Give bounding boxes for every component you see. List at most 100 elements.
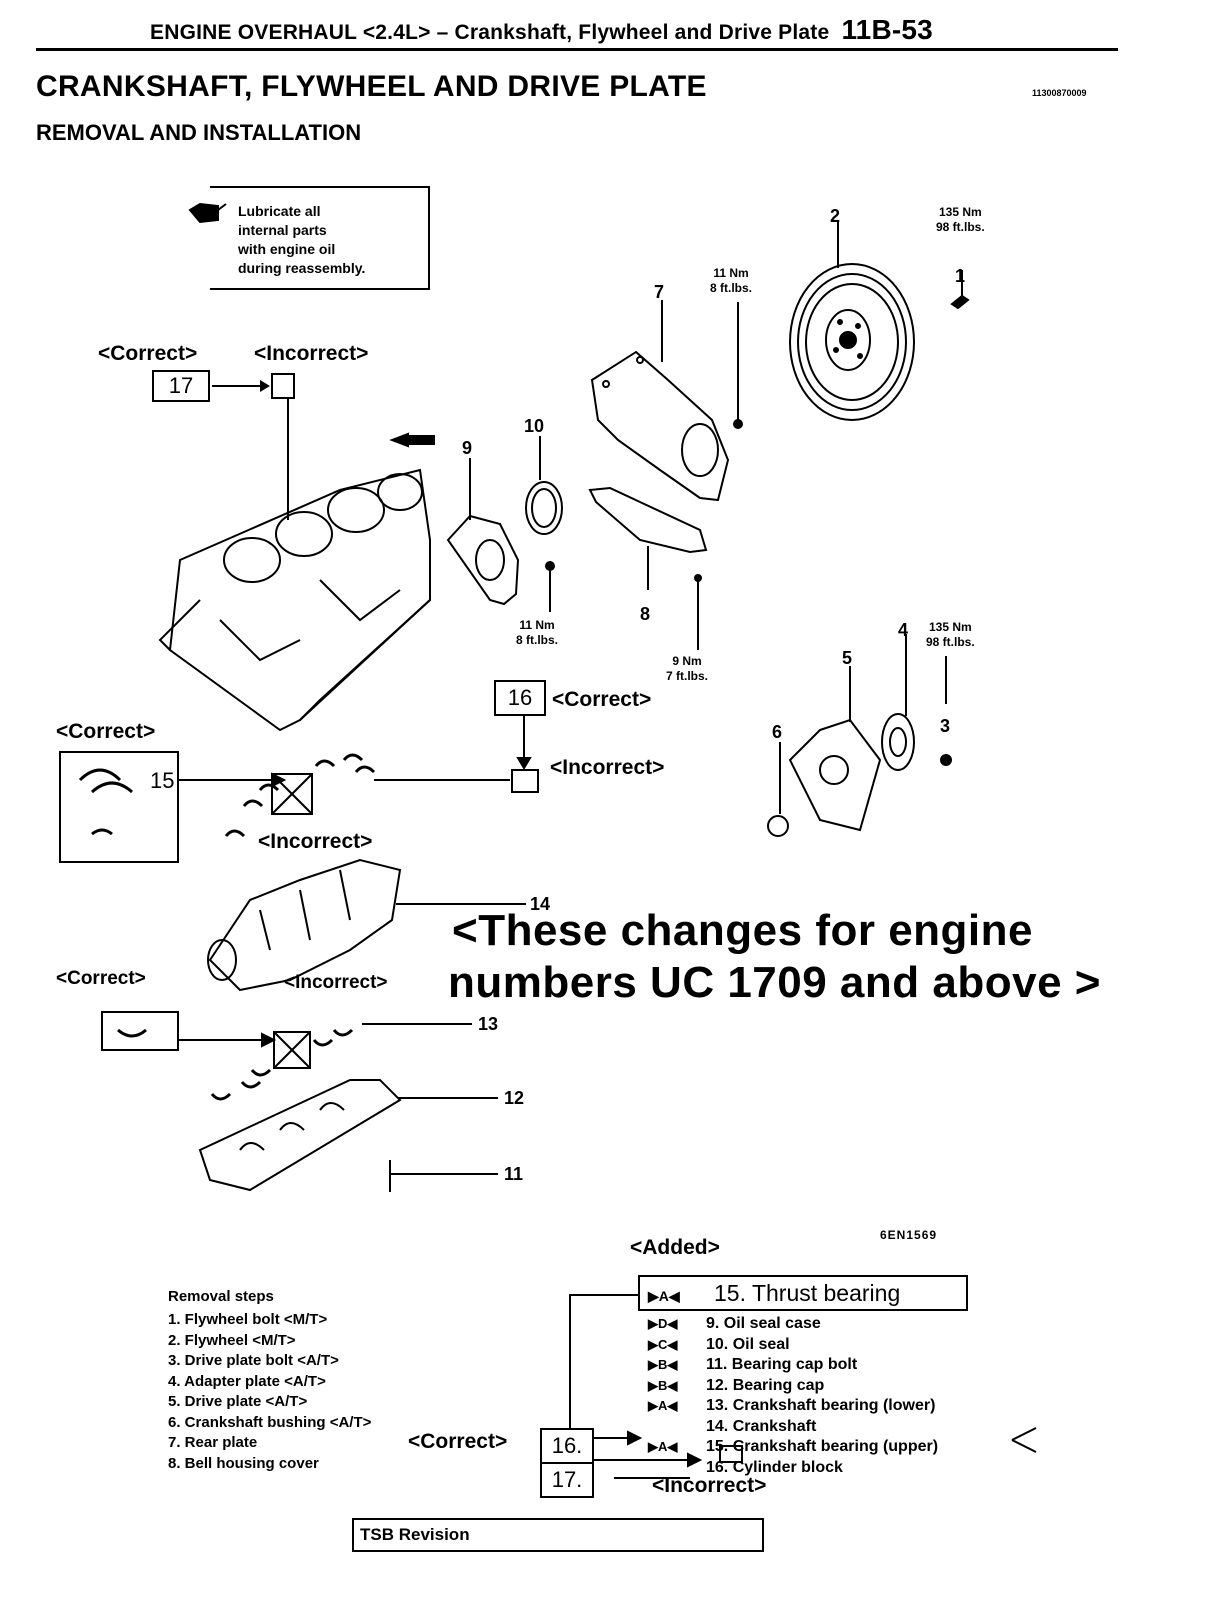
torque-drive-plate-bolt: 135 Nm 98 ft.lbs. (926, 620, 975, 649)
removal-step: 4. Adapter plate <A/T> (168, 1372, 326, 1390)
label-incorrect-16: <Incorrect> (550, 756, 665, 779)
removal-step: 1. Flywheel bolt <M/T> (168, 1311, 328, 1328)
oil-can-icon (188, 202, 227, 224)
removal-steps-left: 1. Flywheel bolt <M/T> 2. Flywheel <M/T>… (168, 1310, 371, 1474)
arrow-17-to-incorrect (212, 373, 295, 399)
upper-bearings-drawing (224, 753, 376, 838)
torque-rear-plate-bolt: 11 Nm 8 ft.lbs. (710, 266, 753, 295)
crankshaft-drawing (207, 858, 402, 992)
callout-1: 1 (955, 266, 966, 286)
running-header: ENGINE OVERHAUL <2.4L> – Crankshaft, Fly… (150, 14, 933, 46)
label-correct-13: <Correct> (56, 968, 146, 989)
step-mark: ▶B◀ (648, 1357, 678, 1372)
callout-4: 4 (898, 620, 909, 640)
label-incorrect-steps: <Incorrect> (652, 1474, 767, 1497)
removal-step: ▶A◀15. Crankshaft bearing (upper) (648, 1437, 938, 1458)
lube-note-text: Lubricate all internal parts with engine… (238, 203, 366, 276)
removal-steps-right: ▶D◀ 9. Oil seal case ▶C◀ 10. Oil seal ▶B◀ 1… (648, 1314, 938, 1478)
step-text: 16. Cylinder block (706, 1458, 843, 1476)
step-mark: ▶D◀ (648, 1316, 678, 1331)
figure-code: 6EN1569 (880, 1228, 938, 1242)
box-step-17: 17. (540, 1462, 594, 1498)
header-rule (36, 48, 1118, 51)
bell-housing-cover-drawing (588, 486, 708, 554)
callout-15: 15 (150, 768, 175, 793)
flywheel-drawing (789, 263, 915, 421)
running-title: ENGINE OVERHAUL <2.4L> – Crankshaft, Fly… (150, 21, 830, 44)
removal-step: 6. Crankshaft bushing <A/T> (168, 1413, 372, 1431)
removal-step: 5. Drive plate <A/T> (168, 1393, 308, 1410)
label-incorrect-13: <Incorrect> (284, 972, 388, 993)
added-thrust-bearing: ▶A◀ 15. Thrust bearing (638, 1275, 968, 1311)
lower-bearings-drawing (210, 1028, 354, 1101)
removal-step: 16. Cylinder block (648, 1458, 938, 1479)
removal-step: 3. Drive plate bolt <A/T> (168, 1352, 339, 1369)
change-note-line2: numbers UC 1709 and above > (448, 958, 1101, 1007)
callout-5: 5 (842, 648, 853, 668)
step-text: 10. Oil seal (706, 1335, 790, 1353)
oil-seal-case-drawing (446, 514, 520, 606)
removal-step: 2. Flywheel <M/T> (168, 1331, 296, 1349)
page-number: 11B-53 (841, 14, 933, 45)
removal-steps-heading: Removal steps (168, 1288, 274, 1305)
cylinder-block-drawing (158, 468, 431, 732)
callout-9: 9 (462, 438, 473, 458)
label-correct-steps: <Correct> (408, 1430, 508, 1453)
step-mark: ▶A◀ (648, 1439, 678, 1454)
step-text: 11. Bearing cap bolt (706, 1356, 858, 1373)
callout-12: 12 (504, 1088, 525, 1108)
removal-step: ▶A◀ 13. Crankshaft bearing (lower) (648, 1396, 938, 1417)
box-16: 16 (494, 680, 546, 716)
step-mark: ▶C◀ (648, 1336, 678, 1352)
step-text: 12. Bearing cap (706, 1376, 825, 1394)
label-correct-16: <Correct> (552, 688, 652, 711)
doc-code: 11300870009 (1032, 88, 1087, 98)
rear-plate-drawing (590, 350, 730, 502)
incorrect-marker-16 (511, 769, 539, 793)
oil-seal-drawing (525, 481, 563, 535)
callout-2: 2 (830, 206, 841, 226)
step-text: 13. Crankshaft bearing (lower) (706, 1397, 936, 1414)
thrust-bearing-mark: ▶A◀ (648, 1288, 680, 1304)
label-incorrect-15: <Incorrect> (258, 830, 373, 853)
label-correct-15: <Correct> (56, 720, 156, 743)
callout-3: 3 (940, 716, 951, 736)
label-correct-17: <Correct> (98, 342, 198, 365)
change-note-line1: <These changes for engine (452, 906, 1033, 955)
callout-11: 11 (504, 1164, 524, 1184)
page-title: CRANKSHAFT, FLYWHEEL AND DRIVE PLATE (36, 70, 707, 103)
callout-10: 10 (524, 416, 545, 436)
box-17: 17 (152, 370, 210, 402)
torque-flywheel-bolt: 135 Nm 98 ft.lbs. (936, 205, 985, 234)
callout-8: 8 (640, 604, 651, 624)
removal-step: 8. Bell housing cover (168, 1454, 319, 1472)
crankshaft-bushing-drawing (767, 815, 789, 837)
step-mark: ▶B◀ (648, 1377, 678, 1393)
lube-note-box (210, 186, 430, 290)
section-subtitle: REMOVAL AND INSTALLATION (36, 120, 362, 145)
callout-6: 6 (772, 722, 783, 742)
label-incorrect-17: <Incorrect> (254, 342, 369, 365)
torque-oil-seal-case-bolt: 11 Nm 8 ft.lbs. (516, 618, 559, 647)
step-text: 14. Crankshaft (706, 1417, 817, 1435)
torque-bell-housing-bolt: 9 Nm 7 ft.lbs. (666, 654, 709, 683)
removal-step: 14. Crankshaft (648, 1417, 938, 1438)
callout-13: 13 (478, 1014, 499, 1034)
removal-step: ▶B◀ 12. Bearing cap (648, 1376, 938, 1397)
tsb-revision-box: TSB Revision (352, 1518, 764, 1552)
drive-plate-drawing (788, 718, 882, 832)
callout-7: 7 (654, 282, 665, 302)
callout-14: 14 (530, 894, 551, 914)
removal-step: ▶B◀ 11. Bearing cap bolt (648, 1355, 938, 1376)
correct-bearing-box (59, 751, 179, 863)
correct-lower-bearing-box (101, 1011, 179, 1051)
thrust-bearing-text: 15. Thrust bearing (714, 1280, 901, 1306)
removal-step: 7. Rear plate (168, 1434, 258, 1451)
adapter-plate-drawing (881, 713, 915, 771)
removal-step: ▶C◀ 10. Oil seal (648, 1335, 938, 1356)
box-step-16: 16. (540, 1428, 594, 1464)
step-text: 9. Oil seal case (706, 1315, 821, 1332)
bearing-cap-drawing (198, 1079, 402, 1192)
step-mark: ▶A◀ (648, 1398, 678, 1413)
